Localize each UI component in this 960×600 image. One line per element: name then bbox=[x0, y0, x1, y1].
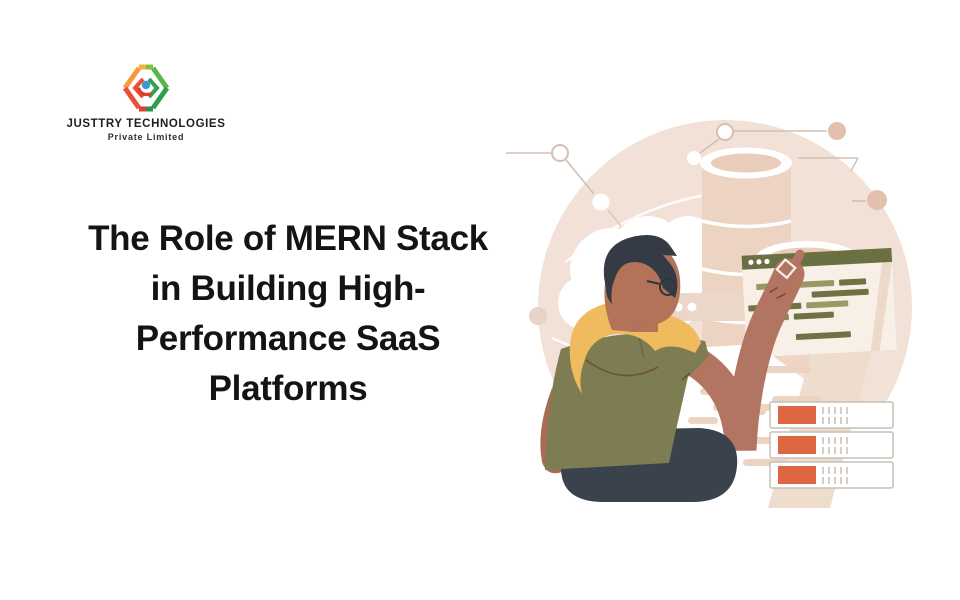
shirt bbox=[545, 333, 709, 470]
page-title: The Role of MERN Stack in Building High-… bbox=[38, 214, 538, 414]
server-rack-row bbox=[769, 461, 894, 489]
hair bbox=[603, 234, 678, 304]
title-line-2: in Building High- bbox=[150, 269, 426, 308]
network-nodes-left bbox=[506, 144, 622, 227]
server-rack-row bbox=[769, 431, 894, 459]
tap-indicator-icon bbox=[775, 257, 797, 280]
brand-name: JUSTTRY TECHNOLOGIES bbox=[66, 118, 226, 130]
glasses-icon bbox=[659, 278, 677, 296]
brand-subtitle: Private Limited bbox=[107, 132, 185, 142]
code-brackets-hexagon-icon bbox=[122, 64, 170, 112]
hood bbox=[569, 301, 701, 394]
server-rack-row bbox=[769, 401, 894, 429]
server-rack-icon bbox=[769, 401, 894, 489]
title-line-4: Platforms bbox=[208, 369, 368, 408]
decor-dot bbox=[529, 307, 547, 325]
developer-pointing-illustration bbox=[506, 120, 915, 508]
hand-details bbox=[769, 257, 797, 299]
head bbox=[603, 234, 681, 332]
title-line-1: The Role of MERN Stack bbox=[88, 219, 488, 258]
brand-logo: JUSTTRY TECHNOLOGIES Private Limited bbox=[58, 60, 234, 142]
title-line-3: Performance SaaS bbox=[135, 319, 441, 358]
network-nodes-top-right bbox=[687, 122, 887, 210]
